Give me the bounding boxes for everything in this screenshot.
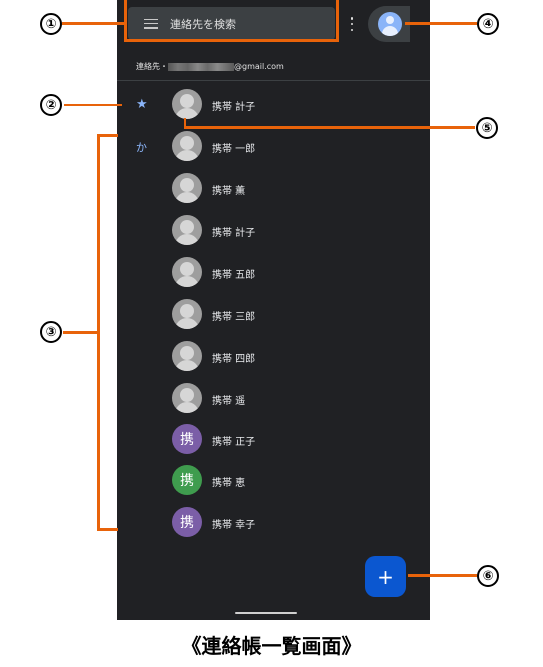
contact-name: 携帯 四郎 [212, 354, 256, 365]
search-placeholder: 連絡先を検索 [170, 17, 236, 31]
contact-name: 携帯 薫 [212, 186, 246, 197]
callout-1: ① [40, 13, 62, 35]
contact-row[interactable]: 携携帯 正子 [172, 424, 392, 454]
phone-screen: 連絡先を検索 連絡先・@gmail.com ★ か 携帯 計子携帯 一郎携帯 薫… [117, 0, 430, 620]
search-highlight-box [124, 0, 339, 42]
account-avatar-icon [378, 12, 402, 36]
contact-row[interactable]: 携帯 計子 [172, 215, 392, 245]
callout-line-5-h [184, 126, 475, 129]
more-options-icon[interactable] [350, 17, 354, 31]
callout-bracket-3 [97, 134, 100, 531]
contact-row[interactable]: 携携帯 幸子 [172, 507, 392, 537]
home-indicator [235, 612, 297, 614]
contact-photo-avatar [172, 173, 202, 203]
contact-name: 携帯 計子 [212, 102, 256, 113]
contact-name: 携帯 一郎 [212, 144, 256, 155]
contact-row[interactable]: 携帯 遥 [172, 383, 392, 413]
contact-photo-avatar [172, 383, 202, 413]
callout-bracket-3-top [97, 134, 118, 137]
menu-icon[interactable] [144, 18, 158, 29]
callout-line-4 [405, 22, 477, 25]
contact-row[interactable]: 携帯 五郎 [172, 257, 392, 287]
callout-5: ⑤ [476, 117, 498, 139]
contact-row[interactable]: 携帯 計子 [172, 89, 392, 119]
callout-line-5-v [184, 118, 186, 128]
contact-name: 携帯 三郎 [212, 312, 256, 323]
contact-photo-avatar [172, 299, 202, 329]
section-label-ka: か [136, 141, 147, 154]
contact-name: 携帯 五郎 [212, 270, 256, 281]
contact-photo-avatar [172, 257, 202, 287]
favorites-star-icon: ★ [136, 97, 148, 112]
contact-letter-avatar: 携 [172, 507, 202, 537]
callout-4: ④ [477, 13, 499, 35]
callout-3: ③ [40, 321, 62, 343]
contact-photo-avatar [172, 89, 202, 119]
contact-photo-avatar [172, 131, 202, 161]
contact-row[interactable]: 携帯 四郎 [172, 341, 392, 371]
callout-bracket-3-bottom [97, 528, 118, 531]
contact-photo-avatar [172, 341, 202, 371]
account-email-suffix: @gmail.com [234, 62, 284, 71]
contact-photo-avatar [172, 215, 202, 245]
contact-name: 携帯 計子 [212, 228, 256, 239]
caption: 《連絡帳一覧画面》 [181, 634, 362, 658]
search-bar[interactable]: 連絡先を検索 [128, 7, 335, 40]
contact-row[interactable]: 携帯 薫 [172, 173, 392, 203]
contact-letter-avatar: 携 [172, 424, 202, 454]
callout-line-1 [62, 22, 124, 25]
add-contact-button[interactable]: + [365, 556, 406, 597]
contact-name: 携帯 正子 [212, 437, 256, 448]
callout-line-6 [408, 574, 477, 577]
contact-letter-avatar: 携 [172, 465, 202, 495]
contact-name: 携帯 恵 [212, 478, 246, 489]
contact-row[interactable]: 携携帯 恵 [172, 465, 392, 495]
contact-row[interactable]: 携帯 三郎 [172, 299, 392, 329]
divider [117, 80, 430, 81]
contact-name: 携帯 遥 [212, 396, 246, 407]
callout-2: ② [40, 94, 62, 116]
redacted-email [168, 62, 234, 71]
account-label: 連絡先・ [136, 62, 168, 71]
callout-6: ⑥ [477, 565, 499, 587]
account-button[interactable] [368, 6, 410, 42]
callout-line-3 [63, 331, 97, 334]
callout-line-2 [64, 104, 122, 106]
contact-row[interactable]: 携帯 一郎 [172, 131, 392, 161]
account-line: 連絡先・ @gmail.com [136, 61, 284, 72]
contact-name: 携帯 幸子 [212, 520, 256, 531]
